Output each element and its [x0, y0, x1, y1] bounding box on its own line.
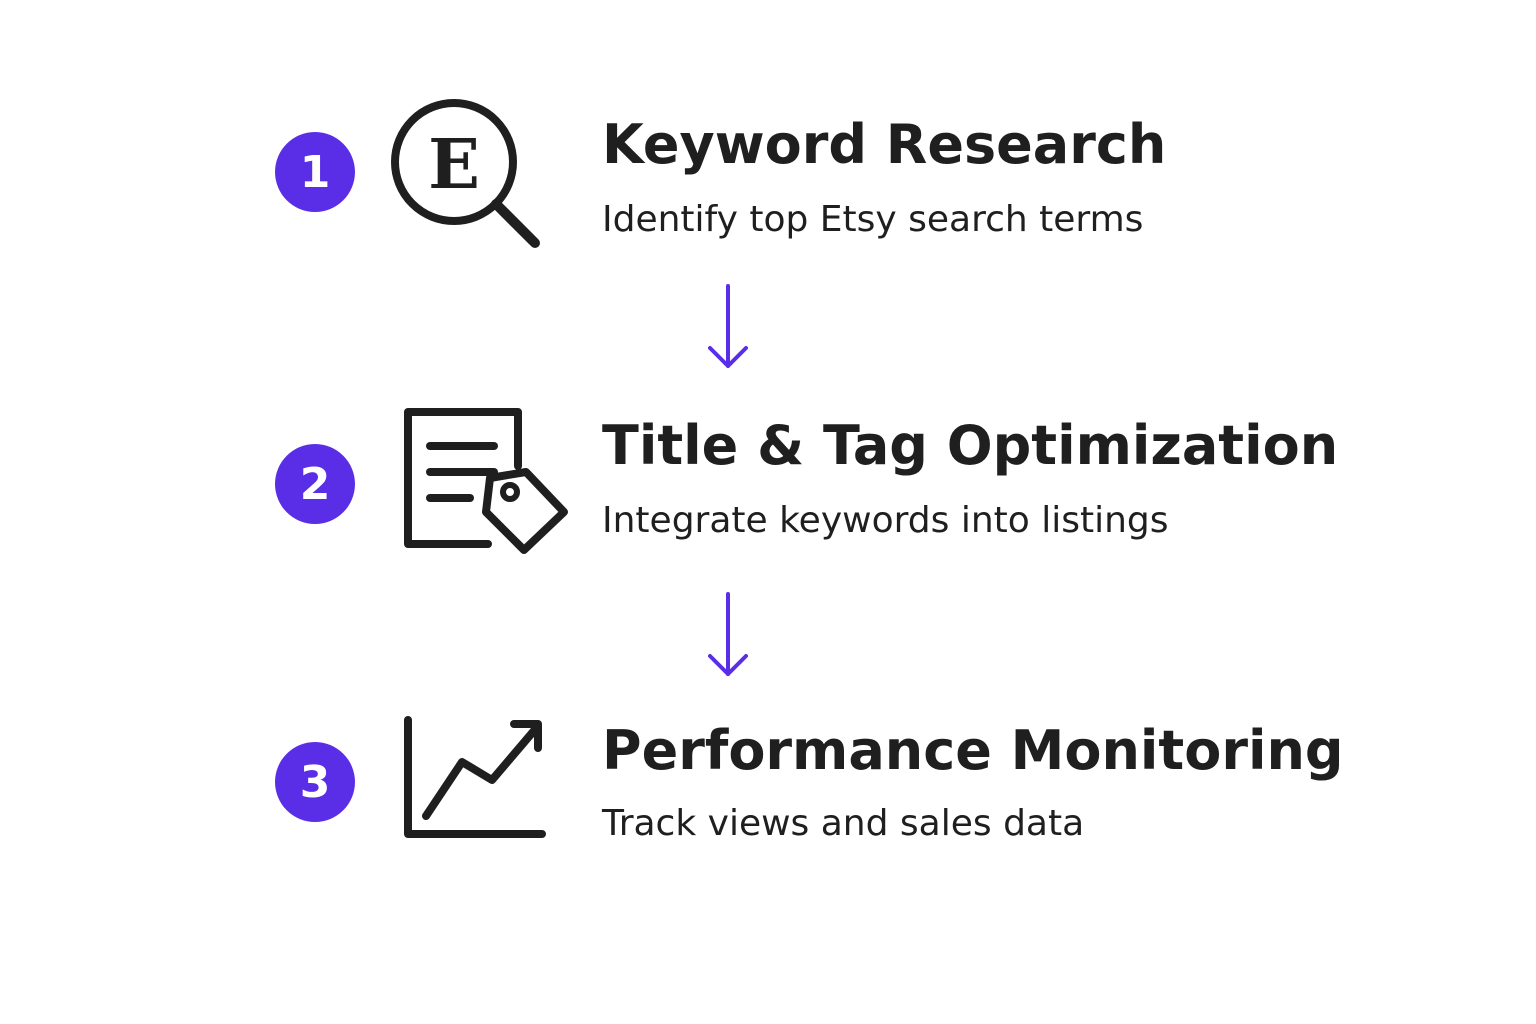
step-1-description: Identify top Etsy search terms [602, 199, 1144, 240]
step-1-number-badge: 1 [275, 132, 355, 212]
arrow-down-icon [708, 284, 748, 368]
trend-chart-icon [404, 716, 546, 838]
step-2-title: Title & Tag Optimization [602, 414, 1339, 477]
step-3-title: Performance Monitoring [602, 719, 1344, 782]
document-tag-icon [404, 408, 568, 554]
magnifier-etsy-icon: E [391, 99, 540, 248]
step-2-number-badge: 2 [275, 444, 355, 524]
step-3-description: Track views and sales data [602, 803, 1085, 844]
step-2-description: Integrate keywords into listings [602, 500, 1169, 541]
step-3-number-badge: 3 [275, 742, 355, 822]
etsy-letter: E [428, 125, 480, 205]
arrow-down-icon [708, 592, 748, 676]
step-1-title: Keyword Research [602, 113, 1167, 176]
